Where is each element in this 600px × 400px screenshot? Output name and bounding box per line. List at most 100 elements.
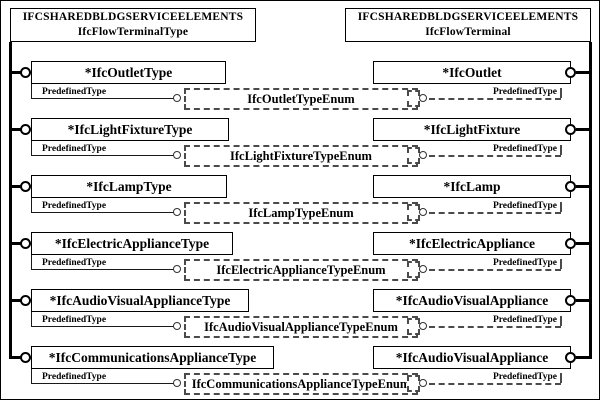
rail-stub-left xyxy=(10,128,23,131)
enum-type-box: IfcCommunicationsApplianceTypeEnum xyxy=(184,373,418,395)
attribute-line-vertical xyxy=(31,255,32,270)
open-circle-connector-icon xyxy=(20,181,31,192)
schema-name: IFCSHAREDBLDGSERVICEELEMENTS xyxy=(22,11,244,24)
open-circle-connector-icon xyxy=(173,94,181,102)
attribute-line-horizontal xyxy=(31,212,175,213)
type-entity-label: *IfcLightFixtureType xyxy=(67,121,193,137)
attribute-line-vertical xyxy=(31,141,32,156)
attribute-dashed-line xyxy=(429,98,561,100)
rail-stub-left xyxy=(10,242,23,245)
schema-header-right: IFCSHAREDBLDGSERVICEELEMENTS IfcFlowTerm… xyxy=(345,8,591,42)
attribute-dashed-line xyxy=(429,383,561,385)
occurrence-entity-box: *IfcElectricAppliance xyxy=(373,232,571,255)
enum-type-box: IfcElectricApplianceTypeEnum xyxy=(184,259,418,281)
attribute-line-vertical xyxy=(31,369,32,384)
open-circle-connector-icon xyxy=(173,379,181,387)
enum-type-label: IfcOutletTypeEnum xyxy=(247,91,355,106)
relationship-row: *IfcLampType PredefinedType IfcLampTypeE… xyxy=(1,175,599,231)
attribute-label-right: PredefinedType xyxy=(492,315,557,325)
open-circle-connector-icon xyxy=(20,67,31,78)
attribute-dashed-line xyxy=(429,155,561,157)
attribute-label-left: PredefinedType xyxy=(42,144,107,154)
open-circle-connector-icon xyxy=(173,265,181,273)
enum-type-label: IfcLampTypeEnum xyxy=(248,205,354,220)
rail-stub-right xyxy=(576,185,590,188)
attribute-line-vertical xyxy=(31,312,32,327)
attribute-label-right: PredefinedType xyxy=(492,258,557,268)
attribute-line-horizontal xyxy=(31,383,175,384)
type-entity-box: *IfcElectricApplianceType xyxy=(31,232,233,255)
type-entity-label: *IfcElectricApplianceType xyxy=(54,235,210,251)
rail-stub-right xyxy=(576,356,590,359)
attribute-line-horizontal xyxy=(31,155,175,156)
open-circle-connector-icon xyxy=(419,265,427,273)
open-circle-connector-icon xyxy=(419,208,427,216)
type-entity-box: *IfcCommunicationsApplianceType xyxy=(31,346,274,369)
open-circle-connector-icon xyxy=(419,151,427,159)
attribute-dashed-line xyxy=(429,269,561,271)
type-entity-box: *IfcLightFixtureType xyxy=(31,118,229,141)
open-circle-connector-icon xyxy=(20,295,31,306)
open-circle-connector-icon xyxy=(565,67,576,78)
attribute-dashed-tick xyxy=(560,373,562,383)
open-circle-connector-icon xyxy=(419,379,427,387)
rail-stub-left xyxy=(10,356,23,359)
rail-stub-left xyxy=(10,71,23,74)
rail-stub-right xyxy=(576,71,590,74)
enum-type-box: IfcAudioVisualApplianceTypeEnum xyxy=(184,316,418,338)
rail-stub-left xyxy=(10,185,23,188)
enum-type-box: IfcLightFixtureTypeEnum xyxy=(184,145,418,167)
open-circle-connector-icon xyxy=(20,124,31,135)
open-circle-connector-icon xyxy=(419,94,427,102)
schema-subname: IfcFlowTerminal xyxy=(425,26,511,38)
rail-stub-right xyxy=(576,128,590,131)
type-entity-box: *IfcOutletType xyxy=(31,61,226,84)
inheritance-rail-left xyxy=(9,42,12,359)
open-circle-connector-icon xyxy=(565,181,576,192)
occurrence-entity-label: *IfcLamp xyxy=(443,178,501,194)
open-circle-connector-icon xyxy=(565,352,576,363)
type-entity-box: *IfcLampType xyxy=(31,175,227,198)
rail-stub-right xyxy=(576,242,590,245)
schema-subname: IfcFlowTerminalType xyxy=(77,26,189,38)
attribute-label-left: PredefinedType xyxy=(42,87,107,97)
attribute-label-right: PredefinedType xyxy=(492,87,557,97)
occurrence-entity-label: *IfcAudioVisualAppliance xyxy=(395,349,549,365)
occurrence-entity-box: *IfcLightFixture xyxy=(373,118,571,141)
attribute-label-right: PredefinedType xyxy=(492,372,557,382)
occurrence-entity-label: *IfcAudioVisualAppliance xyxy=(395,292,549,308)
attribute-line-horizontal xyxy=(31,98,175,99)
open-circle-connector-icon xyxy=(173,208,181,216)
open-circle-connector-icon xyxy=(565,124,576,135)
occurrence-entity-label: *IfcLightFixture xyxy=(423,121,521,137)
type-entity-label: *IfcOutletType xyxy=(84,64,173,80)
occurrence-entity-label: *IfcOutlet xyxy=(442,64,502,80)
attribute-line-horizontal xyxy=(31,269,175,270)
relationship-row: *IfcCommunicationsApplianceType Predefin… xyxy=(1,346,599,399)
enum-type-label: IfcElectricApplianceTypeEnum xyxy=(216,262,386,277)
attribute-line-vertical xyxy=(31,198,32,213)
type-entity-label: *IfcAudioVisualApplianceType xyxy=(49,292,231,308)
open-circle-connector-icon xyxy=(173,151,181,159)
attribute-dashed-line xyxy=(429,326,561,328)
open-circle-connector-icon xyxy=(173,322,181,330)
open-circle-connector-icon xyxy=(20,238,31,249)
enum-type-label: IfcCommunicationsApplianceTypeEnum xyxy=(191,376,411,391)
occurrence-entity-box: *IfcLamp xyxy=(373,175,571,198)
rail-stub-right xyxy=(576,299,590,302)
enum-type-box: IfcLampTypeEnum xyxy=(184,202,418,224)
attribute-dashed-tick xyxy=(560,259,562,269)
enum-type-label: IfcAudioVisualApplianceTypeEnum xyxy=(204,319,398,334)
attribute-dashed-tick xyxy=(560,316,562,326)
schema-name: IFCSHAREDBLDGSERVICEELEMENTS xyxy=(357,11,579,24)
attribute-label-right: PredefinedType xyxy=(492,144,557,154)
attribute-dashed-line xyxy=(429,212,561,214)
attribute-dashed-tick xyxy=(560,202,562,212)
enum-type-label: IfcLightFixtureTypeEnum xyxy=(230,148,372,163)
open-circle-connector-icon xyxy=(565,238,576,249)
occurrence-entity-box: *IfcAudioVisualAppliance xyxy=(373,289,571,312)
attribute-line-horizontal xyxy=(31,326,175,327)
relationship-row: *IfcElectricApplianceType PredefinedType… xyxy=(1,232,599,288)
occurrence-entity-label: *IfcElectricAppliance xyxy=(409,235,535,251)
